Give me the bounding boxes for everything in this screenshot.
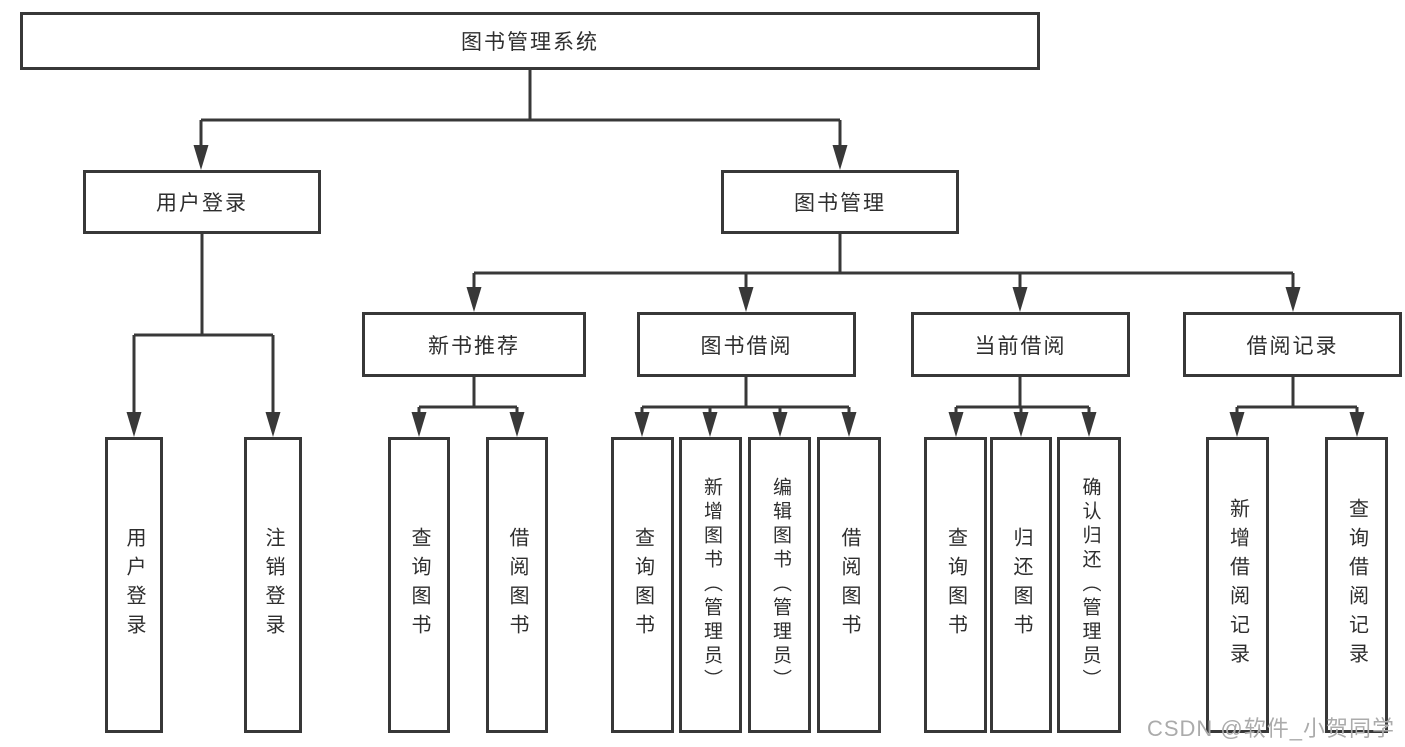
leaf-borrow-borrow-books: 借阅图书 bbox=[817, 437, 881, 733]
node-book-management: 图书管理 bbox=[721, 170, 959, 234]
leaf-borrow-add-books-admin: 新增图书（管理员） bbox=[679, 437, 742, 733]
leaf-current-query-books: 查询图书 bbox=[924, 437, 987, 733]
node-user-login: 用户登录 bbox=[83, 170, 321, 234]
leaf-records-query-borrow-record: 查询借阅记录 bbox=[1325, 437, 1388, 733]
node-new-book-recommendation: 新书推荐 bbox=[362, 312, 586, 377]
node-book-borrowing: 图书借阅 bbox=[637, 312, 856, 377]
leaf-newbook-borrow-books: 借阅图书 bbox=[486, 437, 548, 733]
node-borrowing-records: 借阅记录 bbox=[1183, 312, 1402, 377]
node-current-borrowing: 当前借阅 bbox=[911, 312, 1130, 377]
leaf-newbook-query-books: 查询图书 bbox=[388, 437, 450, 733]
leaf-current-confirm-return-admin: 确认归还（管理员） bbox=[1057, 437, 1121, 733]
leaf-user-login: 用户登录 bbox=[105, 437, 163, 733]
leaf-logout: 注销登录 bbox=[244, 437, 302, 733]
csdn-watermark: CSDN @软件_小贺同学 bbox=[1146, 716, 1395, 741]
leaf-borrow-query-books: 查询图书 bbox=[611, 437, 674, 733]
leaf-current-return-books: 归还图书 bbox=[990, 437, 1052, 733]
leaf-borrow-edit-books-admin: 编辑图书（管理员） bbox=[748, 437, 811, 733]
leaf-records-add-borrow-record: 新增借阅记录 bbox=[1206, 437, 1269, 733]
node-library-management-system: 图书管理系统 bbox=[20, 12, 1040, 70]
